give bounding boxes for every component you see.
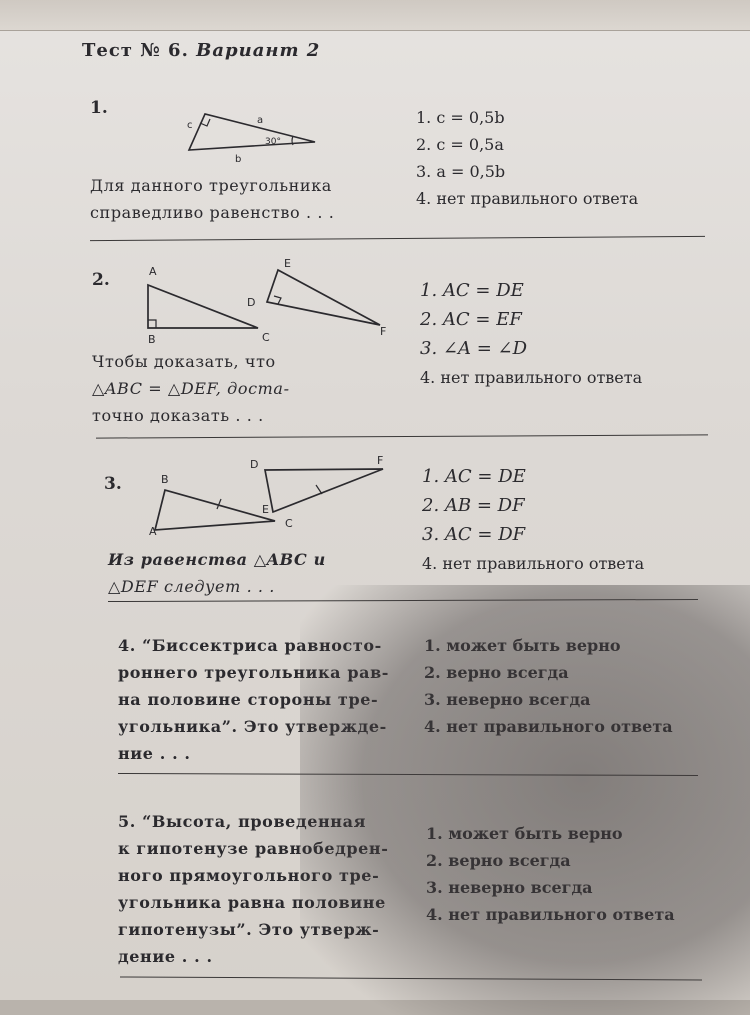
- q5-line-6: дение . . .: [118, 947, 213, 966]
- question-1-triangle: c a b 30°: [187, 113, 316, 165]
- question-2-number: 2.: [92, 270, 110, 290]
- question-1-number: 1.: [90, 98, 108, 118]
- q4-answer-4[interactable]: 4. нет правильного ответа: [424, 717, 673, 736]
- divider-5: [120, 976, 702, 981]
- q4-answer-2[interactable]: 2. верно всегда: [424, 663, 569, 682]
- q4-answer-3[interactable]: 3. неверно всегда: [424, 690, 591, 709]
- question-2-text: Чтобы доказать, что △ABC = △DEF, доста- …: [92, 348, 290, 429]
- q3-label-c: C: [285, 517, 293, 530]
- q2-answer-4[interactable]: 4. нет правильного ответа: [420, 368, 643, 387]
- q5-line-1: “Высота, проведенная: [142, 812, 366, 831]
- q2-answer-1[interactable]: 1. AC = DE: [420, 280, 524, 301]
- q3-line-2: △DEF следует . . .: [108, 577, 275, 596]
- q1-answer-4[interactable]: 4. нет правильного ответа: [416, 189, 639, 208]
- divider-2: [96, 434, 708, 439]
- q2-answer-3[interactable]: 3. ∠A = ∠D: [420, 338, 528, 359]
- q2-label-b: B: [148, 333, 156, 346]
- question-5-number: 5.: [118, 812, 136, 831]
- q1-angle-arc: [291, 135, 294, 146]
- question-1-text: Для данного треугольника справедливо рав…: [90, 172, 334, 226]
- q2-label-a: A: [149, 265, 157, 278]
- q3-tick-bc: [216, 498, 222, 510]
- q2-line-1: Чтобы доказать, что: [92, 352, 276, 371]
- q3-answer-2[interactable]: 2. AB = DF: [422, 495, 525, 516]
- q3-answer-3[interactable]: 3. AC = DF: [422, 524, 526, 545]
- divider-1: [90, 235, 705, 242]
- q3-label-e: E: [262, 503, 269, 516]
- question-2-answers: 1. AC = DE 2. AC = EF 3. ∠A = ∠D 4. нет …: [420, 276, 642, 392]
- q2-triangle-def: [265, 268, 381, 326]
- question-3-triangles: B A C D E F: [149, 454, 384, 538]
- q4-line-2: роннего треугольника рав-: [118, 663, 390, 682]
- q3-line-1: Из равенства △ABC и: [108, 550, 326, 569]
- q2-label-f: F: [380, 325, 386, 338]
- test-number: Тест № 6.: [82, 40, 189, 61]
- question-2-triangles: A B C D E F: [147, 257, 386, 346]
- q1-label-c: c: [187, 120, 193, 131]
- question-3-number: 3.: [104, 474, 122, 494]
- q1-answer-1[interactable]: 1. c = 0,5b: [416, 108, 505, 127]
- q5-answer-1[interactable]: 1. может быть верно: [426, 824, 623, 843]
- q1-line-2: справедливо равенство . . .: [90, 203, 335, 222]
- q4-line-3: на половине стороны тре-: [118, 690, 379, 709]
- q3-label-a: A: [149, 525, 157, 538]
- q1-label-b: b: [235, 154, 241, 165]
- q3-answer-1[interactable]: 1. AC = DE: [422, 466, 526, 487]
- q2-line-3: точно доказать . . .: [92, 406, 264, 425]
- question-1-answers: 1. c = 0,5b 2. c = 0,5a 3. a = 0,5b 4. н…: [416, 104, 638, 212]
- q1-right-angle-mark: [199, 118, 211, 127]
- q3-label-b: B: [161, 473, 169, 486]
- q2-triangle-abc: [147, 283, 259, 329]
- q1-label-angle: 30°: [265, 137, 281, 147]
- test-variant: Вариант 2: [196, 40, 321, 61]
- q3-tick-ef: [315, 484, 323, 495]
- q4-line-1: “Биссектриса равносто-: [142, 636, 382, 655]
- q4-line-4: угольника”. Это утвержде-: [118, 717, 387, 736]
- q1-answer-3[interactable]: 3. a = 0,5b: [416, 162, 506, 181]
- q3-triangle-def: [263, 468, 384, 514]
- question-3-text: Из равенства △ABC и △DEF следует . . .: [108, 546, 326, 600]
- q4-answer-1[interactable]: 1. может быть верно: [424, 636, 621, 655]
- q2-label-c: C: [262, 331, 270, 344]
- q1-answer-2[interactable]: 2. c = 0,5a: [416, 135, 504, 154]
- question-3-answers: 1. AC = DE 2. AB = DF 3. AC = DF 4. нет …: [422, 462, 644, 578]
- test-header: Тест № 6. Вариант 2: [82, 40, 320, 61]
- question-5-text: 5. “Высота, проведенная к гипотенузе рав…: [118, 808, 388, 970]
- q2-right-angle-d: [273, 295, 282, 305]
- q3-label-d: D: [250, 458, 258, 471]
- q1-label-a: a: [257, 115, 263, 126]
- q3-triangle-abc: [153, 488, 276, 531]
- divider-4: [118, 772, 699, 777]
- q5-answer-4[interactable]: 4. нет правильного ответа: [426, 905, 675, 924]
- q1-triangle-shape: [187, 113, 316, 151]
- q5-line-5: гипотенузы”. Это утверж-: [118, 920, 380, 939]
- q2-right-angle-b: [148, 319, 157, 328]
- q5-line-4: угольника равна половине: [118, 893, 386, 912]
- q5-line-3: ного прямоугольного тре-: [118, 866, 380, 885]
- question-4-text: 4. “Биссектриса равносто- роннего треуго…: [118, 632, 389, 767]
- q4-line-5: ние . . .: [118, 744, 191, 763]
- question-4-answers: 1. может быть верно 2. верно всегда 3. н…: [424, 632, 673, 740]
- q5-answer-3[interactable]: 3. неверно всегда: [426, 878, 593, 897]
- q2-label-e: E: [284, 257, 291, 270]
- q3-label-f: F: [377, 454, 383, 467]
- question-5-answers: 1. может быть верно 2. верно всегда 3. н…: [426, 820, 675, 928]
- q5-line-2: к гипотенузе равнобедрен-: [118, 839, 389, 858]
- q2-line-2: △ABC = △DEF, доста-: [92, 379, 290, 398]
- q2-answer-2[interactable]: 2. AC = EF: [420, 309, 522, 330]
- q2-label-d: D: [247, 296, 255, 309]
- q3-answer-4[interactable]: 4. нет правильного ответа: [422, 554, 645, 573]
- q5-answer-2[interactable]: 2. верно всегда: [426, 851, 571, 870]
- page-edge: [0, 0, 750, 31]
- question-4-number: 4.: [118, 636, 136, 655]
- q1-line-1: Для данного треугольника: [90, 176, 332, 195]
